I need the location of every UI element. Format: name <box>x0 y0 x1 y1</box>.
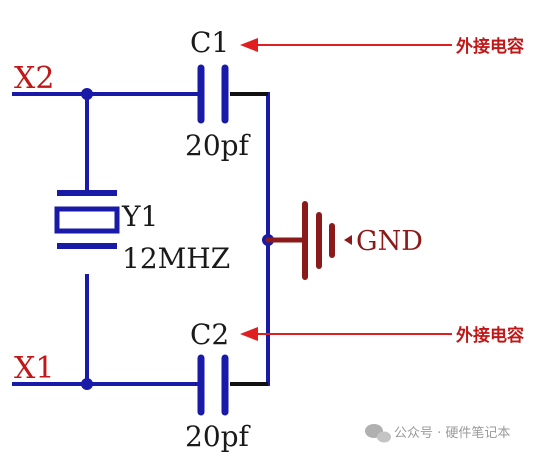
annotation-arrow-c1 <box>240 38 452 52</box>
gnd-label: GND <box>356 226 423 257</box>
capacitor-c1-symbol <box>197 64 229 124</box>
x2-label: X2 <box>14 61 54 96</box>
arrowhead-icon <box>240 38 258 52</box>
capacitor-c2-symbol <box>197 354 229 416</box>
c1-label: C1 <box>190 26 229 59</box>
y1-label: Y1 <box>121 200 158 233</box>
capacitor-leads <box>230 92 268 386</box>
c2-label: C2 <box>190 318 229 351</box>
wechat-icon <box>365 424 391 443</box>
annotation-arrow-c2 <box>240 327 452 341</box>
junction-bottom <box>81 378 93 390</box>
watermark: 公众号 · 硬件笔记本 <box>365 424 510 443</box>
arrowhead-icon <box>240 327 258 341</box>
gnd-arrow-icon <box>344 235 352 245</box>
junctions <box>81 88 274 390</box>
junction-top <box>81 88 93 100</box>
crystal-body <box>54 206 120 234</box>
gnd-label-group: GND <box>344 226 423 257</box>
c2-annotation-label: 外接电容 <box>456 325 524 346</box>
c2-value-label: 20pf <box>185 420 252 453</box>
y1-value-label: 12MHZ <box>122 242 230 275</box>
crystal-y1-symbol <box>54 190 120 249</box>
ground-symbol <box>265 201 335 280</box>
c1-value-label: 20pf <box>185 129 252 162</box>
x1-label: X1 <box>14 351 54 386</box>
c1-annotation-label: 外接电容 <box>456 36 524 57</box>
watermark-text: 公众号 · 硬件笔记本 <box>394 425 510 441</box>
